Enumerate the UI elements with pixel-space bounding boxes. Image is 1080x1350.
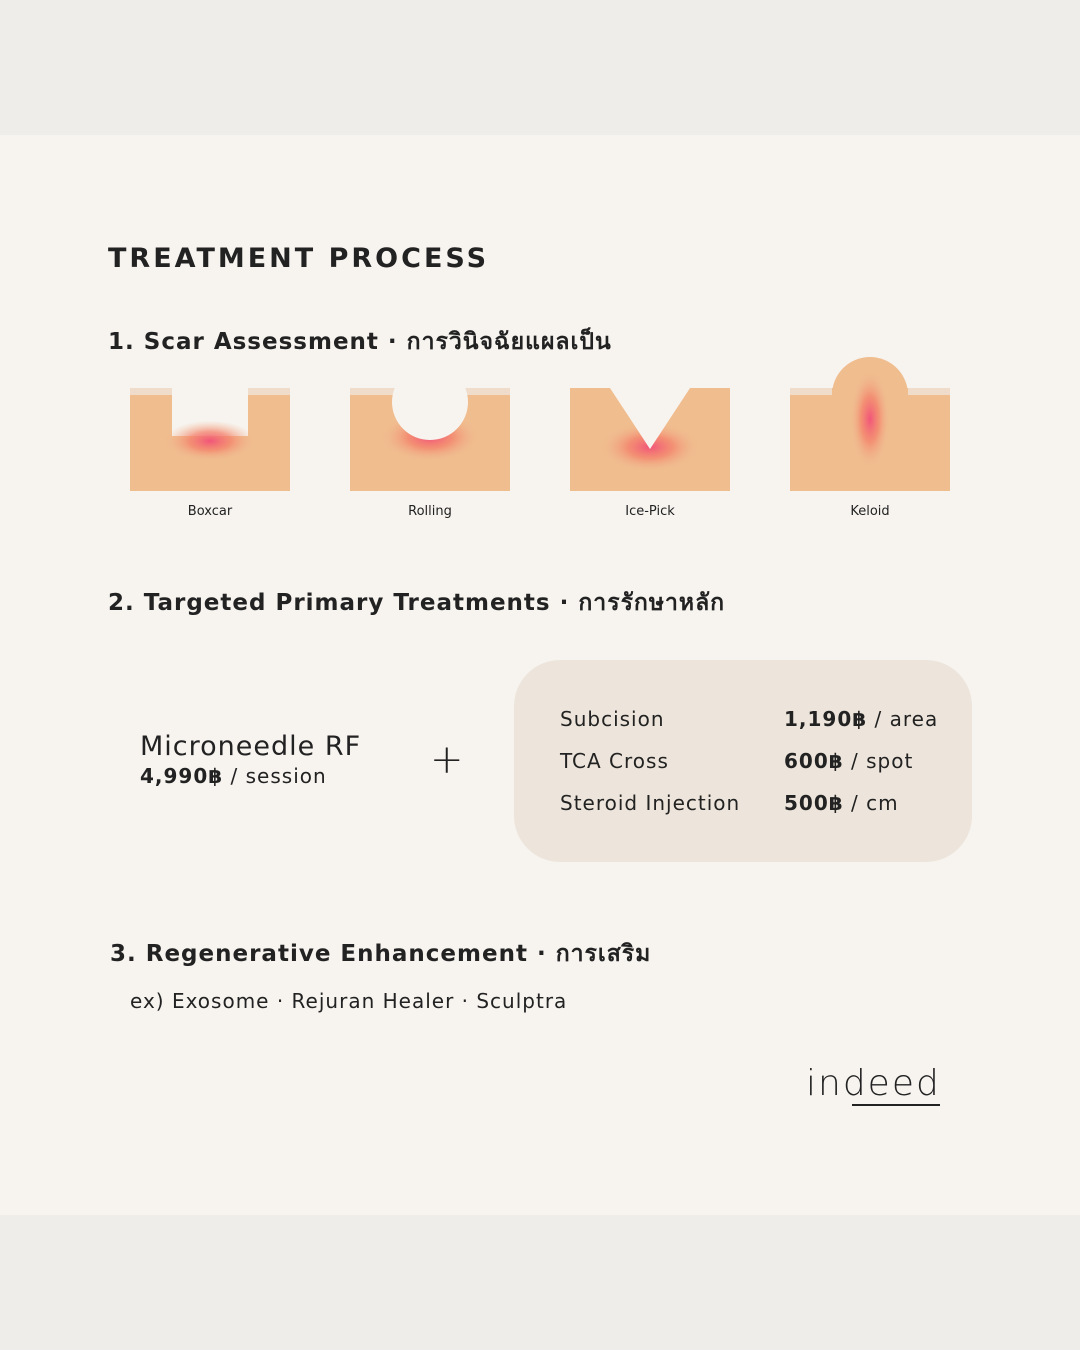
addon-name: Subcision (560, 707, 665, 731)
section-heading-regenerative: 3. Regenerative Enhancement · การเสริม (110, 941, 652, 967)
section-heading-assessment: 1. Scar Assessment · การวินิจฉัยแผลเป็น (108, 329, 612, 355)
rolling-scar-icon (350, 364, 510, 491)
scar-type-ice-pick: Ice-Pick (570, 385, 730, 520)
addon-price: 1,190฿ (784, 707, 868, 731)
primary-treatment: Microneedle RF 4,990฿ / session (140, 731, 361, 789)
scar-type-boxcar: Boxcar (130, 385, 290, 520)
scar-label: Keloid (850, 504, 890, 519)
addon-name: Steroid Injection (560, 791, 741, 815)
addon-unit: / spot (843, 749, 914, 773)
scar-type-rolling: Rolling (350, 364, 510, 520)
page-title: TREATMENT PROCESS (108, 243, 490, 274)
primary-treatment-unit: / session (223, 764, 327, 788)
primary-treatment-price: 4,990฿ (140, 764, 224, 788)
plus-icon: + (430, 737, 464, 783)
indeed-logo: indeed (806, 1063, 941, 1106)
content-card: TREATMENT PROCESS 1. Scar Assessment · ก… (0, 135, 1080, 1215)
scar-label: Boxcar (187, 504, 233, 519)
addon-price: 500฿ (784, 791, 844, 815)
scar-label: Rolling (408, 504, 452, 519)
keloid-scar-icon (790, 357, 950, 491)
addon-price-line: 600฿ / spot (784, 746, 913, 776)
ice-pick-scar-icon (570, 385, 730, 491)
scar-type-keloid: Keloid (790, 357, 950, 520)
addon-price-line: 1,190฿ / area (784, 704, 938, 734)
regenerative-examples: ex) Exosome · Rejuran Healer · Sculptra (130, 989, 568, 1013)
addon-treatments-box: Subcision 1,190฿ / area TCA Cross 600฿ /… (514, 660, 972, 862)
primary-treatment-name: Microneedle RF (140, 731, 362, 762)
addon-price: 600฿ (784, 749, 844, 773)
section-heading-primary: 2. Targeted Primary Treatments · การรักษ… (108, 590, 726, 616)
scar-label: Ice-Pick (625, 504, 675, 519)
boxcar-scar-icon (130, 388, 290, 491)
primary-treatment-price-line: 4,990฿ / session (140, 763, 361, 789)
addon-unit: / cm (843, 791, 899, 815)
addon-name: TCA Cross (560, 749, 669, 773)
addon-unit: / area (867, 707, 939, 731)
addon-price-line: 500฿ / cm (784, 788, 899, 818)
logo-text: indeed (806, 1063, 941, 1104)
